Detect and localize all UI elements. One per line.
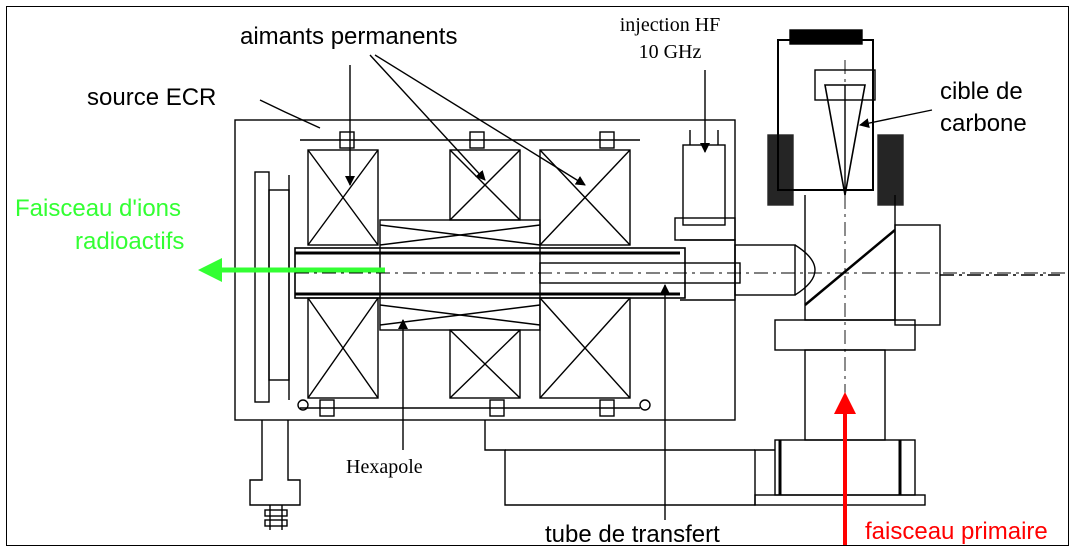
label-cible-2: carbone [940,110,1027,137]
hf-injection [682,144,726,226]
hexapole-body [379,219,541,331]
magnet-block-1 [307,149,379,246]
label-faisceau-primaire: faisceau primaire [865,518,1048,545]
label-injection-1: injection HF [619,14,721,36]
magnet-block-3 [539,149,631,246]
label-cible-1: cible de [940,78,1023,105]
label-tube: tube de transfert [545,521,720,548]
label-source: source ECR [87,84,217,111]
label-aimants: aimants permanents [240,23,458,50]
label-faisceau-ions-1: Faisceau d'ions [15,195,182,222]
left-flange [254,171,270,403]
label-hexapole: Hexapole [346,456,423,478]
figure-border [6,6,1069,546]
label-faisceau-ions-2: radioactifs [75,228,185,255]
label-injection-2: 10 GHz [638,41,702,63]
